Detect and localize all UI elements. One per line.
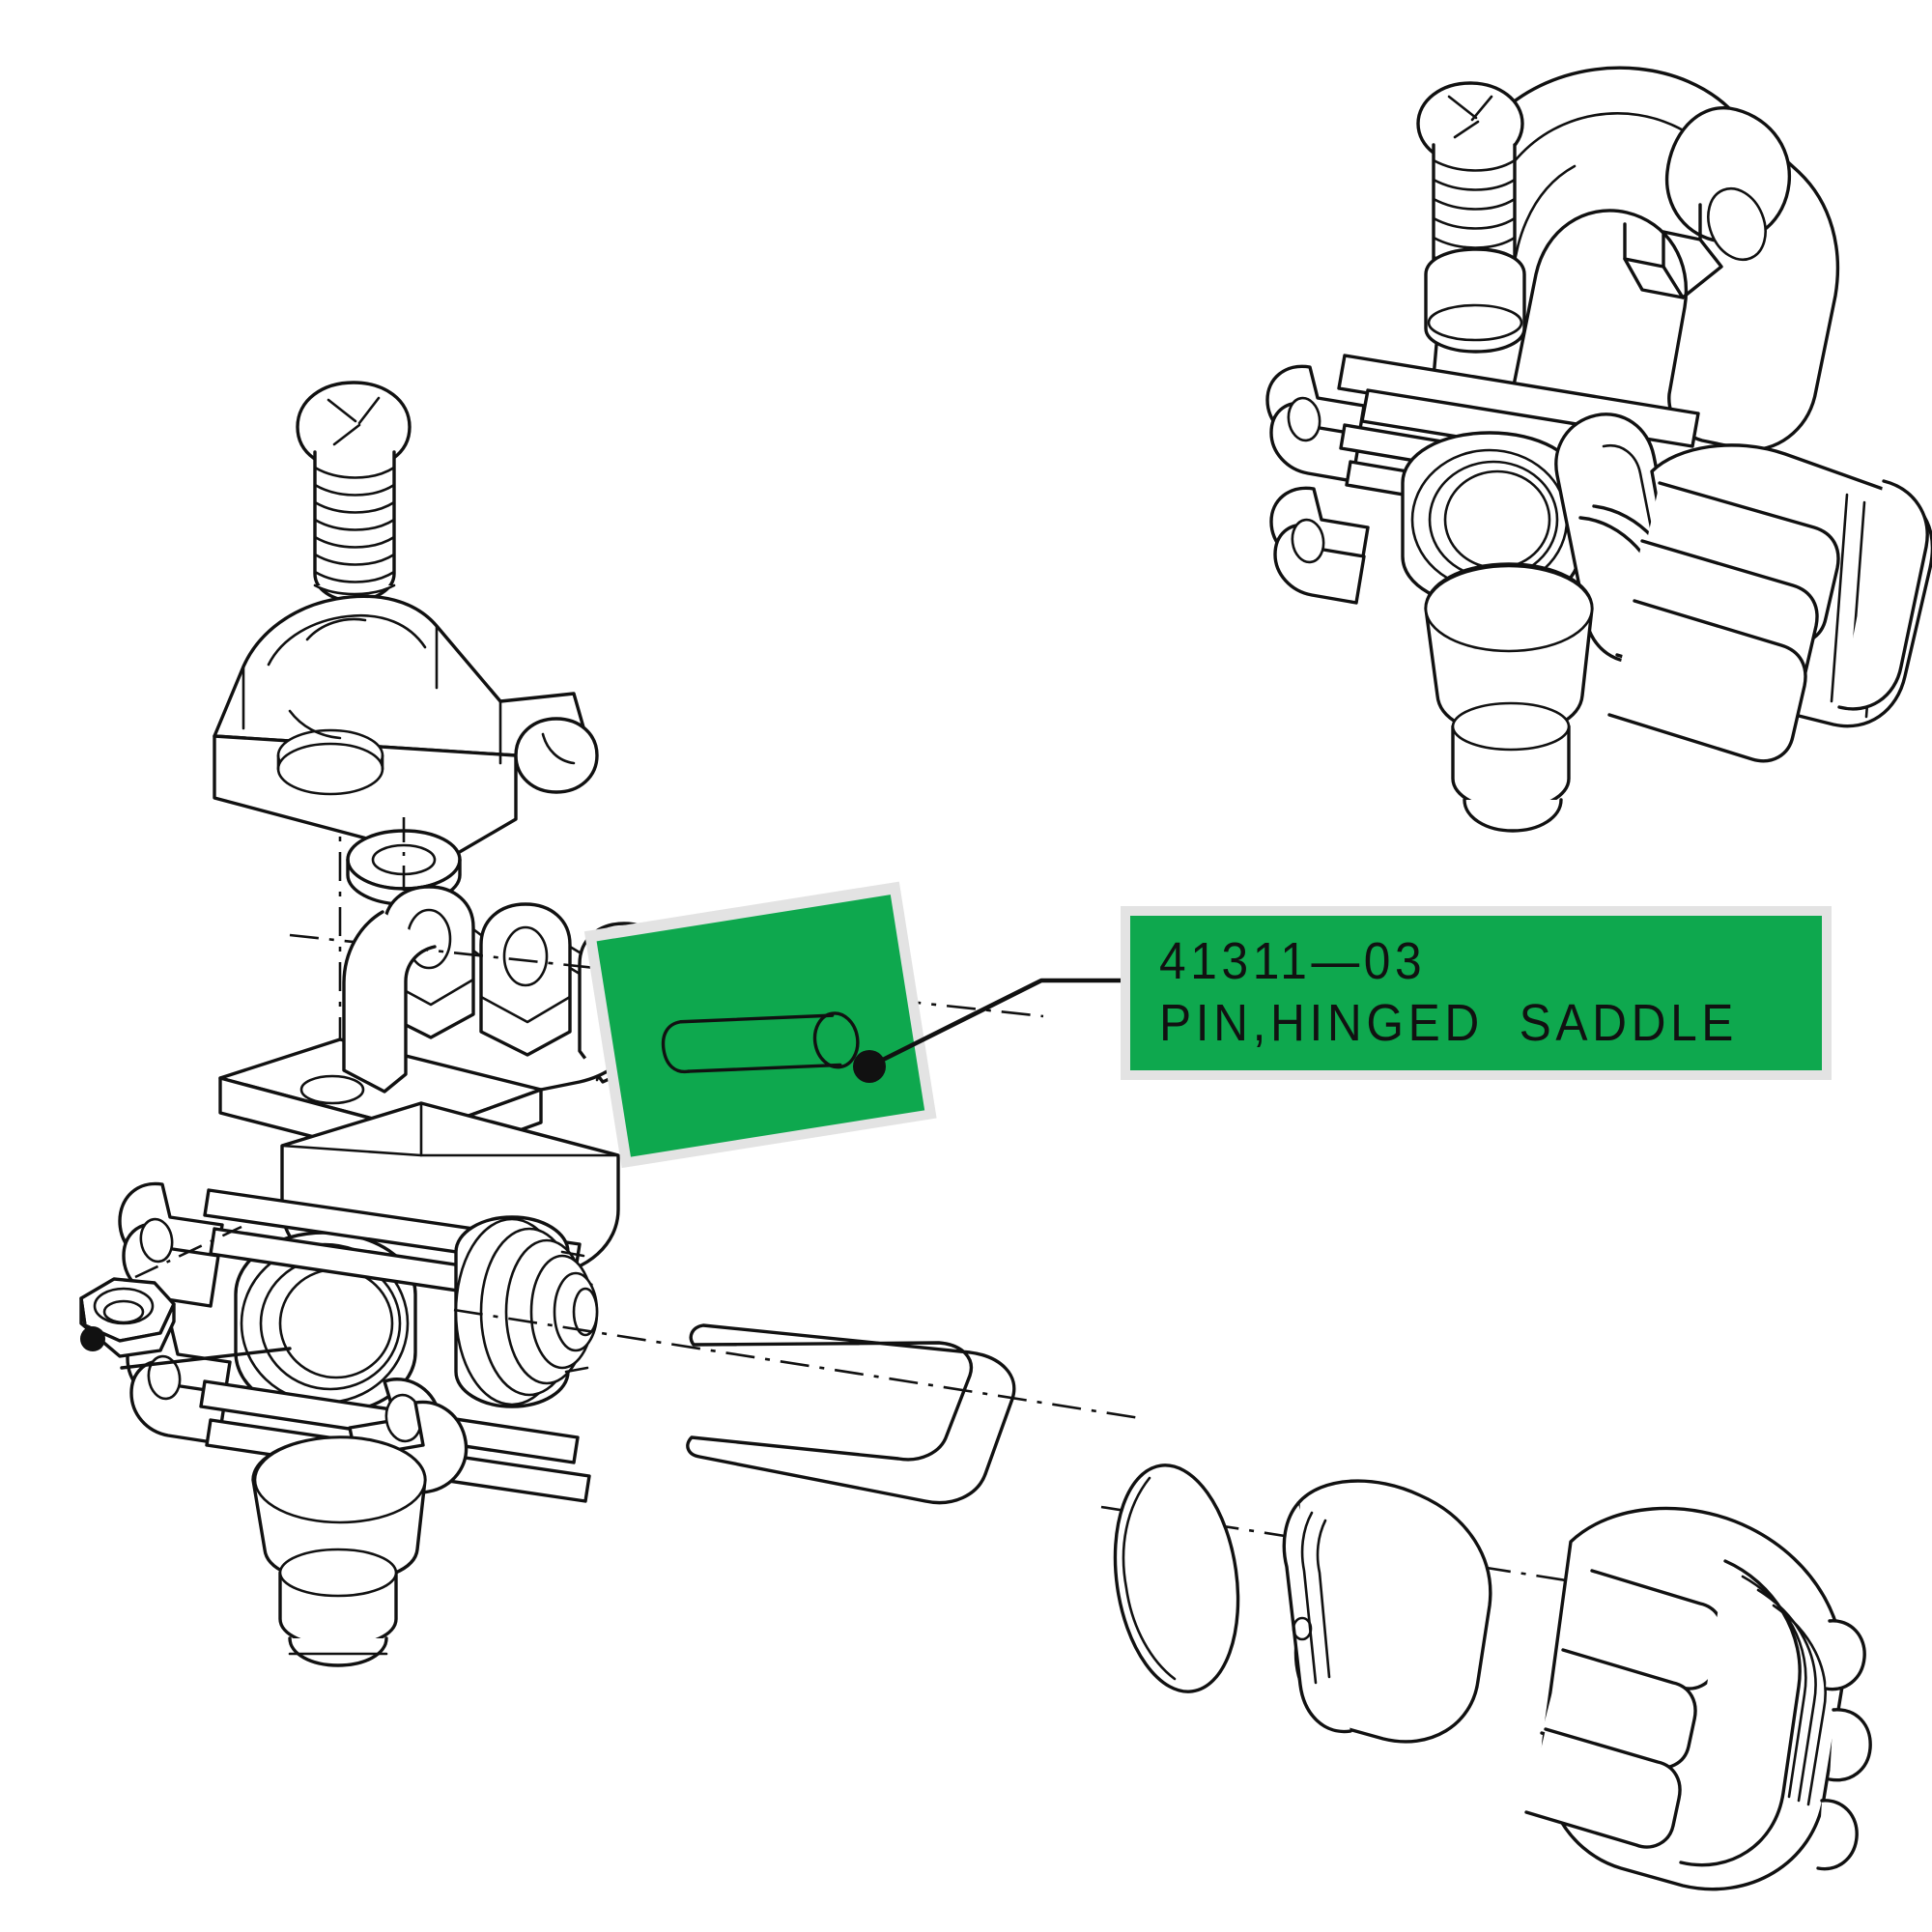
- callout-leader-dot: [853, 1050, 886, 1083]
- part-washer: [346, 829, 462, 906]
- centerline-barrel: [453, 1308, 1141, 1420]
- part-hex-nut: [79, 1225, 292, 1370]
- part-hinged-saddle-pin: [661, 1011, 860, 1074]
- callout-part-number: 41311—03: [1159, 932, 1427, 991]
- part-knurled-ring-nut: [1524, 1506, 1872, 1891]
- callout-part-name: PIN,HINGED SADDLE: [1159, 994, 1739, 1052]
- callout-label[interactable]: 41311—03 PIN,HINGED SADDLE: [1121, 906, 1832, 1080]
- part-saddle-clamp: [213, 594, 599, 862]
- part-phillips-screw: [296, 381, 412, 603]
- part-u-wire-clip: [686, 1323, 1016, 1505]
- nut-leader-dot: [80, 1326, 105, 1351]
- callout-highlight-box[interactable]: [583, 881, 937, 1169]
- assembled-assembly-view: [1265, 66, 1932, 833]
- part-diaphragm-disc: [1113, 1463, 1240, 1693]
- part-threaded-barrel: [454, 1215, 599, 1408]
- centerline-nut: [134, 1225, 242, 1279]
- part-cap-cover: [1282, 1479, 1492, 1744]
- assembled-grip: [1607, 443, 1932, 763]
- callout-leader-line: [853, 978, 1152, 1083]
- assembled-screw: [1416, 81, 1526, 354]
